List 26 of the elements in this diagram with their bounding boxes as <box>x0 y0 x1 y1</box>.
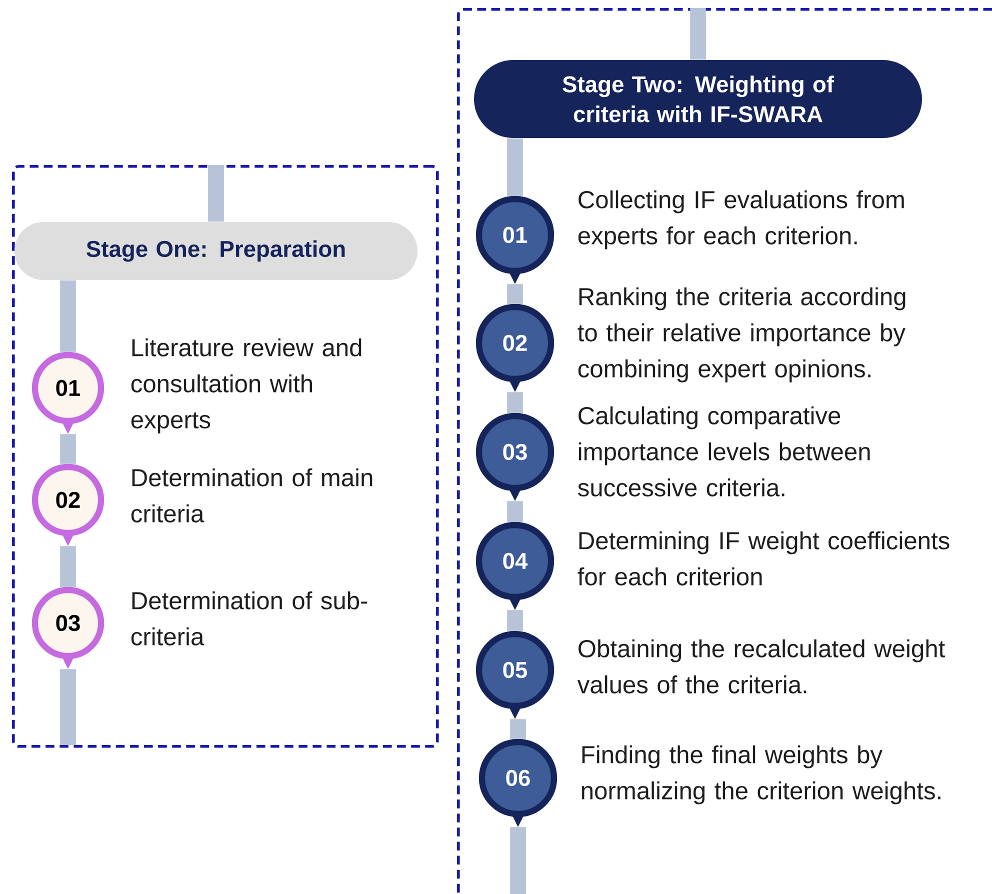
timeline-bar <box>208 165 224 222</box>
step-description: Literature review and consultation with experts <box>131 338 362 434</box>
timeline-bar <box>507 392 523 413</box>
step-description: Ranking the criteria according to their relative importance by combining expert opinions. <box>578 287 906 382</box>
timeline-bar <box>510 827 526 894</box>
dashed-frame <box>457 8 992 894</box>
timeline-bar <box>60 434 76 464</box>
step-description: Determination of main criteria <box>131 468 372 522</box>
stage-heading: Stage Two: Weighting of criteria with IF-SWARA <box>474 60 922 138</box>
dashed-frame <box>12 165 439 748</box>
timeline-bar <box>507 138 523 196</box>
step-description: Obtaining the recalculated weight values of the criteria. <box>577 639 945 694</box>
step-description: Calculating comparative importance levels between successive criteria. <box>578 406 870 496</box>
timeline-bar <box>690 8 706 60</box>
timeline-bar <box>507 284 523 304</box>
step-description: Finding the final weights by normalizing the criterion weights. <box>582 745 940 804</box>
step-description: Determining IF weight coefficients for each criterion <box>578 531 950 586</box>
timeline-bar <box>510 719 526 739</box>
timeline-bar <box>507 610 523 631</box>
step-description: Determination of sub-criteria <box>131 591 368 646</box>
timeline-bar <box>60 669 76 745</box>
stage-heading: Stage One: Preparation <box>14 222 418 280</box>
timeline-bar <box>60 280 76 352</box>
step-description: Collecting IF evaluations from experts for each criterion. <box>578 190 904 250</box>
timeline-bar <box>60 546 76 587</box>
timeline-bar <box>507 501 523 522</box>
